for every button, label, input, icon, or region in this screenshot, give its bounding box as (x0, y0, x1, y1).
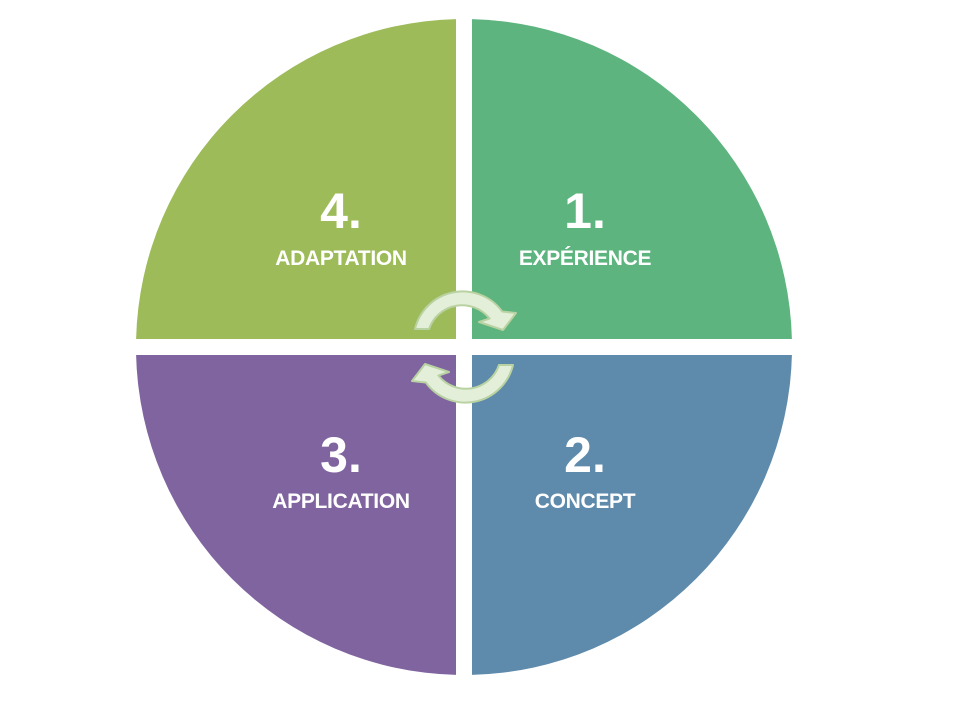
quadrant-adaptation (136, 19, 456, 339)
quadrant-label-concept: CONCEPT (535, 490, 636, 513)
circular-arrow-clockwise-icon (411, 363, 514, 404)
arrow-bottom (411, 363, 514, 404)
circular-arrow-clockwise-icon (414, 290, 517, 331)
quadrant-application (136, 355, 456, 675)
quadrant-label-application: APPLICATION (272, 490, 409, 513)
quadrant-number-application: 3. (320, 427, 362, 483)
arrow-top (414, 290, 517, 331)
quadrant-label-adaptation: ADAPTATION (275, 247, 407, 270)
quadrant-number-adaptation: 4. (320, 183, 362, 239)
quadrant-label-experience: EXPÉRIENCE (519, 247, 652, 270)
quadrant-concept (472, 355, 792, 675)
quadrant-number-concept: 2. (564, 427, 606, 483)
quadrant-experience (472, 19, 792, 339)
quadrant-number-experience: 1. (564, 183, 606, 239)
